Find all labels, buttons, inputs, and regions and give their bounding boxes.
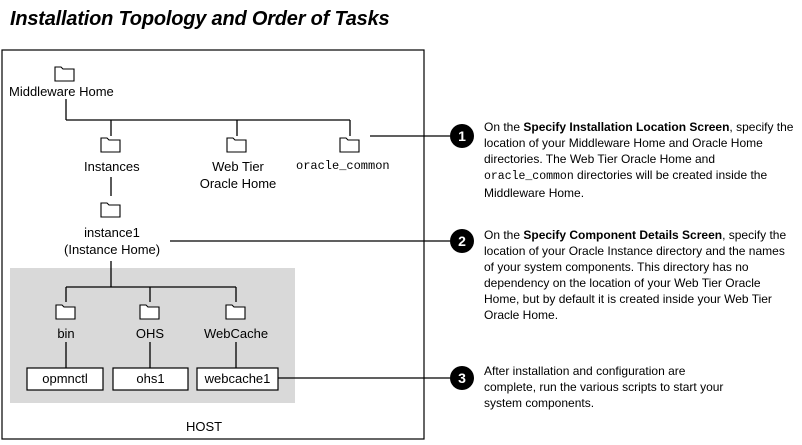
webcache-label: WebCache bbox=[204, 326, 269, 341]
svg-text:1: 1 bbox=[458, 128, 466, 144]
opmnctl-box bbox=[26, 367, 104, 391]
step-2-bold: Specify Component Details Screen bbox=[523, 228, 723, 242]
folder-icon bbox=[339, 137, 360, 153]
instance1-line1: instance1 bbox=[84, 225, 140, 240]
svg-text:2: 2 bbox=[458, 233, 466, 249]
step-1-bold: Specify Installation Location Screen bbox=[523, 120, 730, 134]
folder-icon bbox=[54, 66, 75, 82]
step-badge-1 bbox=[450, 124, 474, 148]
step-1-mid: , specify the location of your Middlewar… bbox=[484, 120, 794, 166]
folder-icon bbox=[225, 304, 246, 320]
web-tier-label: Web Tier Oracle Home bbox=[196, 158, 280, 192]
folder-icon bbox=[139, 304, 160, 320]
folder-icon bbox=[100, 202, 121, 218]
folder-icon bbox=[226, 137, 247, 153]
step-note-1: On the Specify Installation Location Scr… bbox=[484, 119, 796, 201]
bin-label: bin bbox=[57, 326, 75, 341]
step-note-2: On the Specify Component Details Screen,… bbox=[484, 227, 796, 323]
step-badge-3 bbox=[450, 366, 474, 390]
webcache1-label: webcache1 bbox=[204, 371, 271, 386]
svg-text:3: 3 bbox=[458, 370, 466, 386]
folder-icon bbox=[100, 137, 121, 153]
web-tier-line2: Oracle Home bbox=[199, 176, 277, 191]
oracle-common-label: oracle_common bbox=[296, 159, 390, 173]
component-boxes bbox=[26, 367, 279, 391]
middleware-home-label: Middleware Home bbox=[9, 84, 114, 99]
ohs1-label: ohs1 bbox=[136, 371, 165, 386]
ohs-label: OHS bbox=[135, 326, 165, 341]
connector-lines bbox=[65, 99, 450, 379]
instance1-label: instance1 (Instance Home) bbox=[64, 224, 160, 258]
webcache1-box bbox=[196, 367, 279, 391]
host-label: HOST bbox=[186, 419, 223, 434]
folder-icon bbox=[55, 304, 76, 320]
step-1-pre: On the bbox=[484, 120, 524, 134]
step-2-mid: , specify the location of your Oracle In… bbox=[484, 228, 787, 322]
step-badges: 1 2 3 bbox=[450, 124, 474, 390]
step-2-pre: On the bbox=[484, 228, 524, 242]
instance1-line2: (Instance Home) bbox=[64, 242, 161, 257]
opmnctl-label: opmnctl bbox=[42, 371, 88, 386]
web-tier-line1: Web Tier bbox=[212, 159, 264, 174]
folder-icons bbox=[54, 66, 360, 320]
step-3-text: After installation and configuration are… bbox=[484, 364, 724, 410]
diagram-title: Installation Topology and Order of Tasks bbox=[10, 8, 390, 30]
host-border bbox=[1, 49, 425, 440]
instances-label: Instances bbox=[84, 159, 140, 174]
ohs1-box bbox=[112, 367, 189, 391]
step-1-post: directories will be created inside the M… bbox=[484, 168, 768, 200]
step-1-code: oracle_common bbox=[484, 170, 574, 183]
step-note-3: After installation and configuration are… bbox=[484, 363, 734, 411]
step-badge-2 bbox=[450, 229, 474, 253]
